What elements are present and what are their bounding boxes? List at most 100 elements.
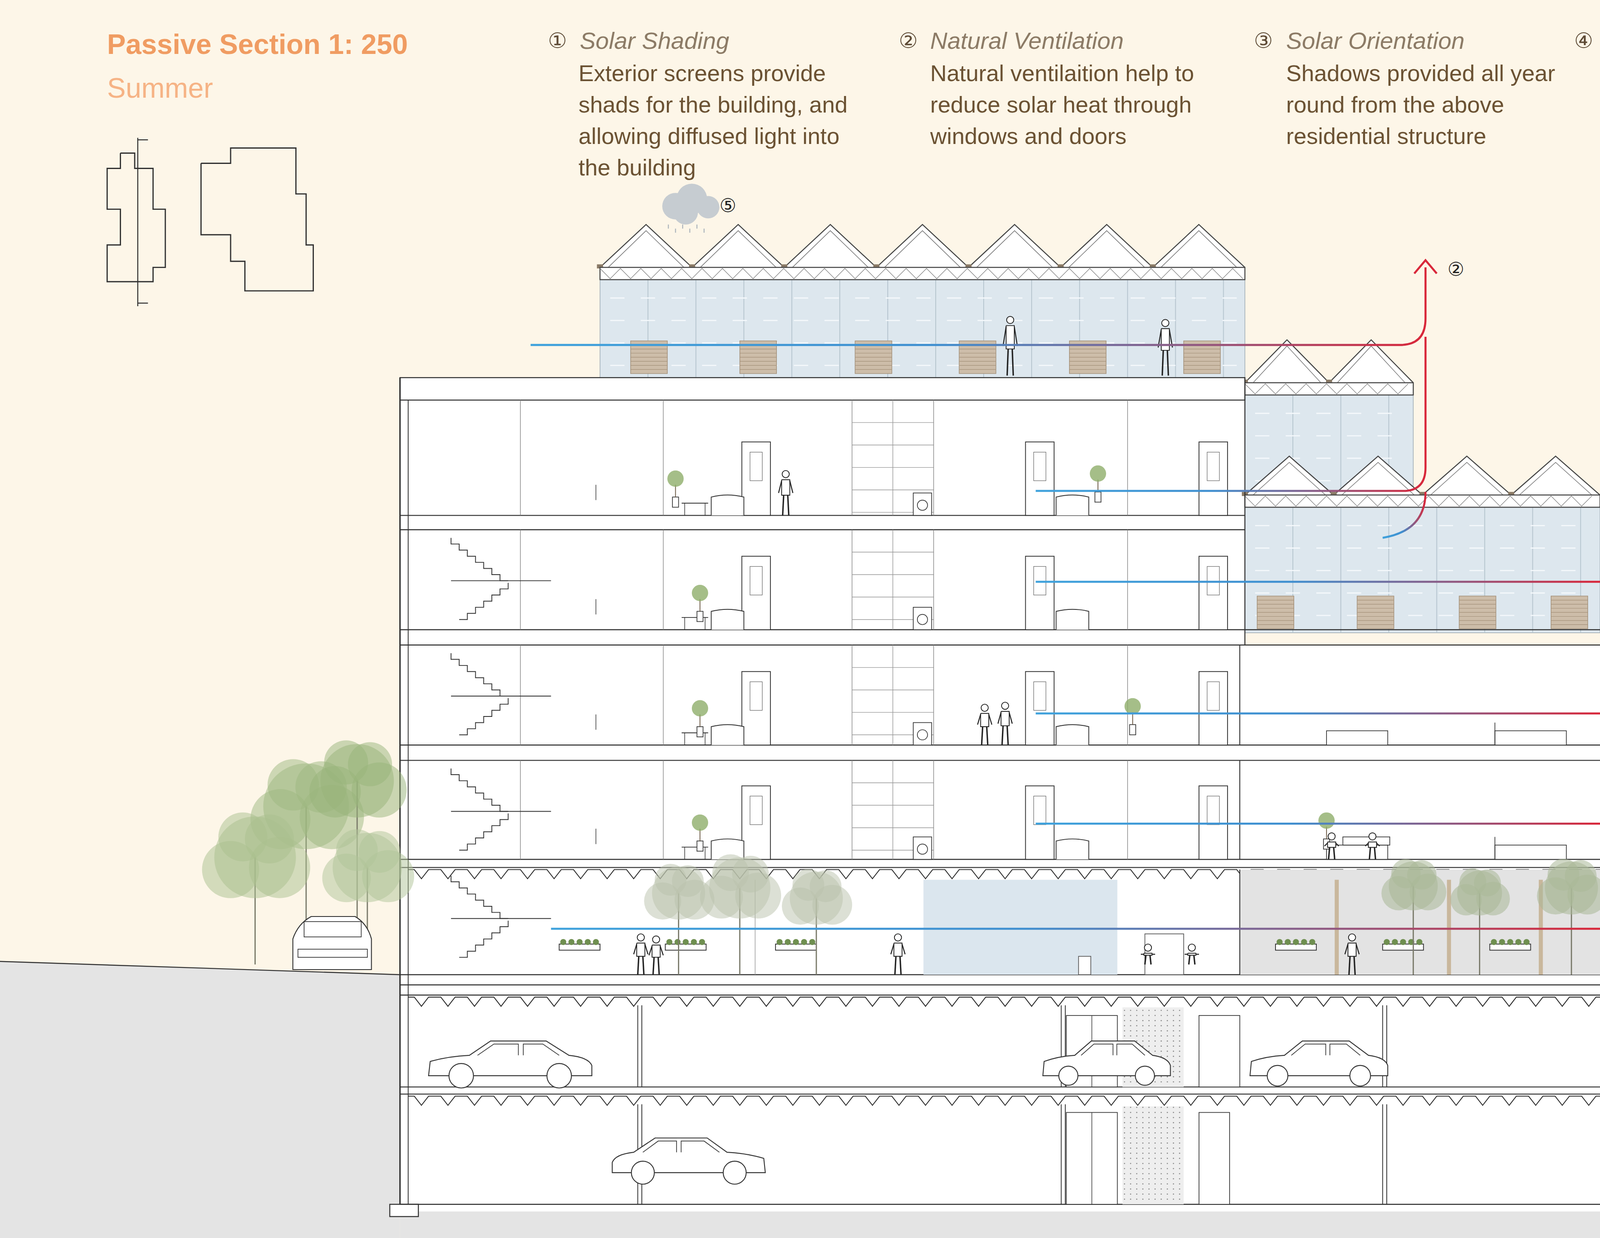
glass-mullion — [1223, 279, 1225, 378]
cloud — [697, 195, 720, 219]
concrete-texture — [1172, 1015, 1174, 1017]
glass-reflection — [824, 297, 839, 299]
gable-roof — [608, 230, 684, 268]
glass-reflection — [1222, 319, 1237, 322]
car-window — [1080, 1044, 1113, 1056]
table — [681, 846, 709, 848]
glass-reflection — [1316, 615, 1331, 617]
partition-wall — [933, 645, 934, 746]
glass-reflection — [1530, 570, 1546, 572]
core-tile — [892, 529, 893, 630]
concrete-texture — [1136, 1111, 1138, 1114]
bed — [1495, 730, 1567, 746]
concrete-texture — [1136, 1035, 1138, 1037]
concrete-texture — [1154, 1081, 1156, 1083]
concrete-texture — [1160, 1106, 1163, 1109]
tree-canopy — [1407, 860, 1437, 890]
concrete-texture — [1148, 1015, 1150, 1017]
gable-roof — [1060, 224, 1153, 268]
concrete-texture — [1129, 1188, 1132, 1190]
title: Passive Section 1: 250 — [107, 26, 408, 63]
glass-reflection — [1100, 297, 1115, 299]
footing — [389, 1204, 419, 1217]
louver-blade — [739, 352, 777, 354]
person-figure — [633, 944, 637, 955]
glass-reflection — [1469, 570, 1484, 572]
concrete-texture — [1148, 1173, 1150, 1175]
concrete-texture — [1172, 1147, 1174, 1149]
door-panel — [1207, 452, 1220, 481]
armchair — [711, 724, 744, 745]
concrete-texture — [1179, 1173, 1181, 1175]
planter-greenery — [1523, 939, 1530, 946]
concrete-texture — [1136, 1193, 1138, 1195]
concrete-texture — [1179, 1168, 1181, 1170]
floor-slab — [400, 644, 1600, 646]
glass-reflection — [1346, 570, 1362, 572]
glass-reflection — [1500, 592, 1515, 594]
partition-wall — [1127, 760, 1128, 860]
glass-reflection — [610, 319, 625, 322]
person-figure — [1327, 842, 1336, 848]
concrete-texture — [1166, 1137, 1169, 1139]
person-figure — [1167, 350, 1169, 376]
concrete-texture — [1123, 1106, 1126, 1109]
gable-roof — [1337, 346, 1406, 384]
door-panel — [1033, 452, 1047, 481]
concrete-texture — [1148, 1040, 1150, 1042]
person-figure — [902, 944, 906, 955]
car-window — [643, 1141, 677, 1153]
person-figure — [1328, 847, 1330, 860]
glass-mullion — [935, 279, 937, 378]
glass-reflection — [1408, 547, 1423, 549]
concrete-texture — [1172, 1045, 1174, 1047]
louver-blade — [1183, 352, 1221, 354]
concrete-texture — [1123, 1193, 1126, 1195]
concrete-texture — [1142, 1045, 1144, 1047]
bin — [1078, 956, 1091, 975]
concrete-texture — [1179, 1147, 1181, 1149]
concrete-texture — [1166, 1020, 1169, 1022]
concrete-texture — [1172, 1050, 1174, 1053]
concrete-texture — [1142, 1188, 1144, 1190]
coffered-ceiling — [408, 1096, 1600, 1106]
concrete-texture — [1166, 1132, 1169, 1134]
car-window — [1329, 1044, 1361, 1056]
building-fill — [400, 377, 1245, 646]
concrete-texture — [1172, 1076, 1174, 1078]
glass-reflection — [1316, 524, 1331, 527]
glass-reflection — [1530, 615, 1546, 617]
louver-blade — [1357, 612, 1394, 613]
partition-wall — [663, 400, 664, 516]
concrete-texture — [1166, 1106, 1169, 1109]
concrete-texture — [1179, 1040, 1181, 1042]
concrete-texture — [1154, 1117, 1156, 1119]
stair — [451, 875, 509, 919]
person-figure — [1161, 319, 1169, 327]
louver-blade — [1551, 616, 1588, 617]
door — [1199, 1015, 1240, 1087]
concrete-texture — [1129, 1015, 1132, 1017]
concrete-texture — [1129, 1137, 1132, 1139]
glass-reflection — [1316, 592, 1331, 594]
glass-reflection — [1469, 547, 1484, 549]
person-figure — [658, 957, 660, 975]
louver-blade — [959, 369, 996, 370]
concrete-texture — [1123, 1147, 1126, 1149]
louver-blade — [1458, 616, 1496, 617]
tree-canopy — [1473, 869, 1501, 897]
glass-reflection — [1255, 524, 1270, 527]
cloud — [673, 200, 699, 225]
gable-roof — [1422, 456, 1512, 495]
person-figure — [1001, 702, 1009, 710]
armchair — [1056, 495, 1090, 516]
ventilation-flow — [1035, 336, 1426, 492]
concrete-texture — [1154, 1122, 1156, 1124]
washing-machine — [913, 837, 932, 860]
louver-blade — [739, 361, 777, 362]
concrete-texture — [1136, 1137, 1138, 1139]
planter-greenery — [1309, 939, 1315, 946]
glass-reflection — [671, 297, 686, 299]
louver-blade — [630, 369, 668, 370]
concrete-texture — [1136, 1152, 1138, 1155]
